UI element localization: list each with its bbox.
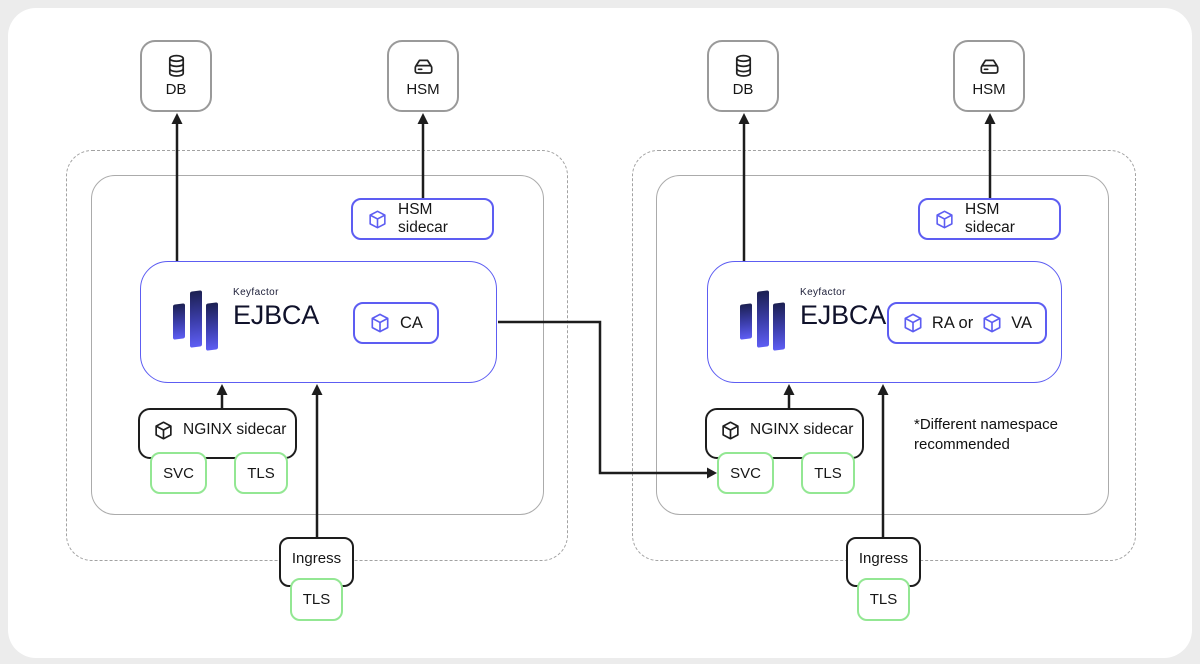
brand-name: Keyfactor <box>233 287 279 298</box>
svc-label: SVC <box>163 464 194 482</box>
nginx-sidecar-label: NGINX sidecar <box>750 421 854 438</box>
cube-icon <box>722 421 739 440</box>
cube-icon <box>369 209 386 229</box>
hsm-node-right: HSM <box>953 40 1025 112</box>
svc-chip-right: SVC <box>717 452 774 494</box>
ejbca-pod-left: Keyfactor EJBCA CA <box>140 261 497 383</box>
hsm-sidecar-right: HSM sidecar <box>918 198 1061 240</box>
keyfactor-logo <box>740 290 786 351</box>
logo-bar <box>773 302 785 351</box>
svc-label: SVC <box>730 464 761 482</box>
hsm-node-left: HSM <box>387 40 459 112</box>
tls-label: TLS <box>869 591 898 608</box>
db-label: DB <box>165 81 187 98</box>
keyfactor-wordmark: Keyfactor EJBCA <box>800 287 886 331</box>
svc-chip-left: SVC <box>150 452 207 494</box>
nginx-sidecar-label: NGINX sidecar <box>183 421 287 438</box>
logo-bar <box>757 290 769 348</box>
namespace-note: *Different namespace recommended <box>914 416 1058 453</box>
role-badge-ca: CA <box>353 302 439 344</box>
role-label: CA <box>400 313 423 332</box>
tls-chip-left: TLS <box>234 452 288 494</box>
cube-icon <box>983 313 1001 333</box>
hard-drive-icon <box>979 59 999 74</box>
tls-label: TLS <box>247 464 275 482</box>
db-node-right: DB <box>707 40 779 112</box>
db-node-left: DB <box>140 40 212 112</box>
cube-icon <box>936 209 953 229</box>
ingress-tls-chip-left: TLS <box>290 578 343 621</box>
brand-name: Keyfactor <box>800 287 846 298</box>
hsm-sidecar-label: HSM sidecar <box>398 201 448 236</box>
tls-chip-right: TLS <box>801 452 855 494</box>
role-label: VA <box>1011 313 1032 332</box>
cube-icon <box>155 421 172 440</box>
hard-drive-icon <box>413 59 433 74</box>
logo-bar <box>190 290 202 348</box>
hsm-label: HSM <box>406 80 440 98</box>
logo-bar <box>173 303 185 340</box>
tls-label: TLS <box>814 464 842 482</box>
keyfactor-wordmark: Keyfactor EJBCA <box>233 287 319 331</box>
keyfactor-logo <box>173 290 219 351</box>
logo-bar <box>206 302 218 351</box>
cube-icon <box>904 313 922 333</box>
ejbca-pod-right: Keyfactor EJBCA RA or VA <box>707 261 1062 383</box>
nginx-sidecar-left: NGINX sidecar <box>138 408 297 459</box>
database-icon <box>735 54 751 77</box>
ingress-label: Ingress <box>858 550 909 567</box>
product-name: EJBCA <box>233 300 320 330</box>
tls-label: TLS <box>302 591 331 608</box>
ingress-label: Ingress <box>291 550 342 567</box>
db-label: DB <box>732 81 754 98</box>
hsm-sidecar-label: HSM sidecar <box>965 201 1015 236</box>
product-name: EJBCA <box>800 300 887 330</box>
hsm-label: HSM <box>972 80 1006 98</box>
logo-bar <box>740 303 752 340</box>
cube-icon <box>371 313 389 333</box>
role-label: RA or <box>931 313 974 332</box>
role-badge-ra-va: RA or VA <box>886 302 1047 344</box>
ingress-tls-chip-right: TLS <box>857 578 910 621</box>
database-icon <box>168 54 184 77</box>
ingress-left: Ingress <box>279 537 354 587</box>
hsm-sidecar-left: HSM sidecar <box>351 198 494 240</box>
